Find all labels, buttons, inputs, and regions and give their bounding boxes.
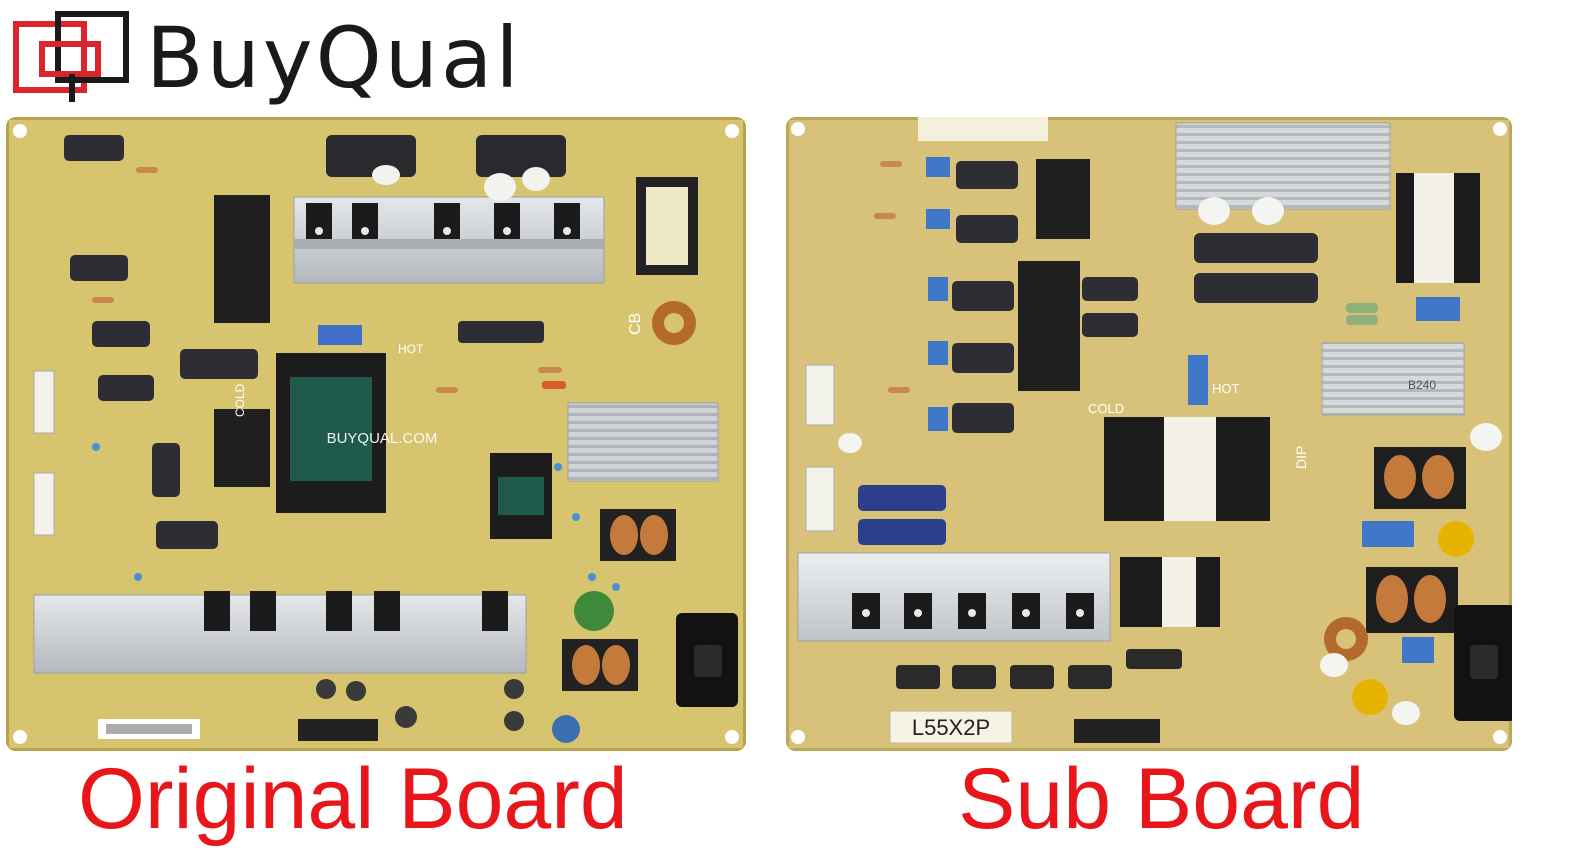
cold-label-right: COLD [1088, 401, 1124, 416]
hot-label-left: HOT [398, 342, 424, 356]
brand-name: BuyQual [146, 9, 522, 107]
sub-board-caption: Sub Board [958, 751, 1365, 847]
cb-label-left: CB [627, 313, 644, 335]
model-label: L55X2P [912, 715, 990, 740]
buyqual-logo-mark-icon [13, 11, 129, 102]
hot-label-right: HOT [1212, 381, 1240, 396]
dip-label: DIP [1293, 446, 1309, 469]
watermark-text: BUYQUAL.COM [327, 430, 438, 447]
cold-label-left: COLD [233, 383, 247, 417]
original-board-photo: BUYQUAL.COM [6, 117, 746, 751]
b240-label: B240 [1408, 378, 1436, 392]
original-board-caption: Original Board [78, 751, 628, 847]
buyqual-logo: BuyQual [6, 4, 519, 108]
sub-board-photo: B240 [786, 117, 1512, 751]
